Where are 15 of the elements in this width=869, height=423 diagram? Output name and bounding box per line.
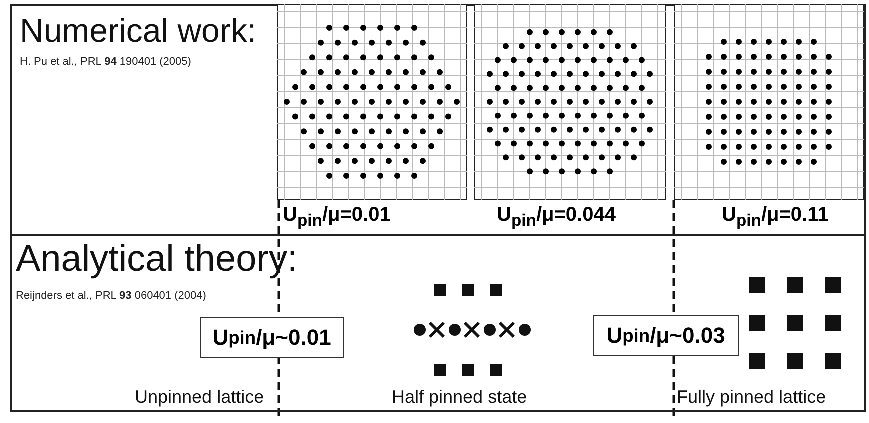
state-caption: Half pinned state (392, 387, 528, 408)
section-heading: Analytical theory: (16, 240, 298, 277)
citation-text: H. Pu et al., PRL 94 190401 (2005) (20, 56, 192, 68)
parameter-label: U$_{pin}$/μ=0.11 (722, 204, 829, 231)
lattice-picture (277, 4, 467, 200)
section-panel (10, 234, 866, 412)
parameter-label: U$_{pin}$/μ=0.044 (497, 204, 616, 231)
parameter-label: U$_{pin}$/μ=0.01 (283, 204, 391, 231)
section-heading: Numerical work: (20, 14, 257, 47)
citation-text: Reijnders et al., PRL 93 060401 (2004) (16, 290, 206, 302)
state-caption: Unpinned lattice (135, 387, 264, 408)
lattice-picture (474, 4, 666, 200)
lattice-picture (674, 4, 864, 200)
state-caption: Fully pinned lattice (677, 387, 826, 408)
section-panel (10, 4, 866, 236)
